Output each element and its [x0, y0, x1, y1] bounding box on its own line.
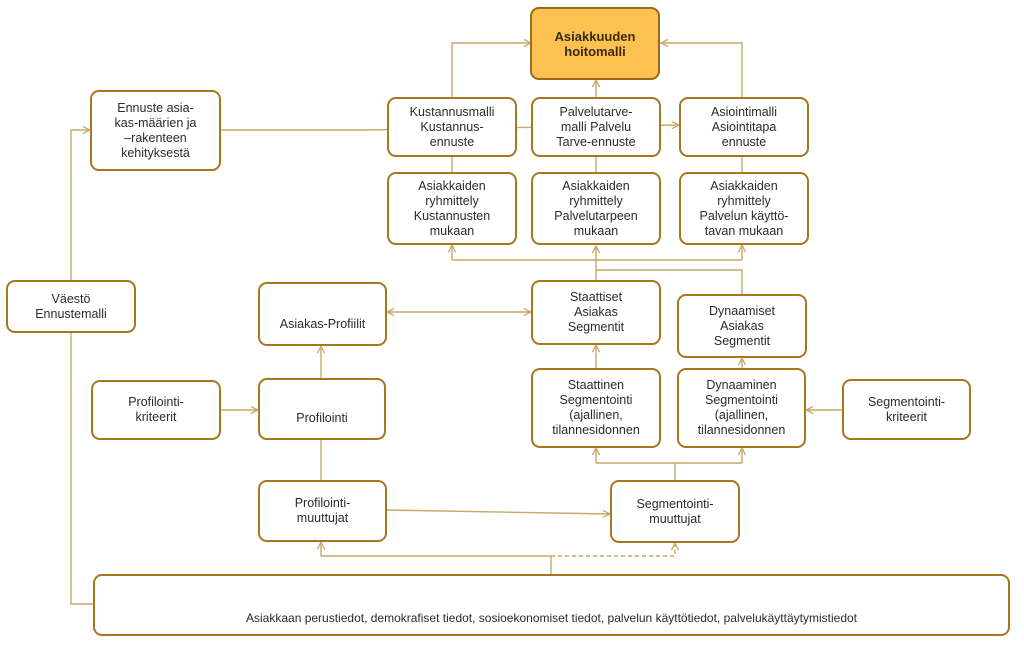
connector-prof-to-seg-muuttujat [386, 509, 610, 514]
dynaamiset-segmentit-box: Dynaamiset Asiakas Segmentit [677, 294, 807, 358]
connector-asiointi-to-top [661, 43, 743, 97]
connector-perustiedot-right [551, 543, 675, 557]
ryhmittely-palvelutarve-box: Asiakkaiden ryhmittely Palvelutarpeen mu… [531, 172, 661, 245]
asiakasprofiilit-box: Asiakas-Profiilit [258, 282, 387, 346]
vaesto-box: Väestö Ennustemalli [6, 280, 136, 333]
ennuste-box: Ennuste asia- kas-määrien ja –rakenteen … [90, 90, 221, 171]
staattinen-segmentointi-box: Staattinen Segmentointi (ajallinen, tila… [531, 368, 661, 448]
palvelutarvemalli-box: Palvelutarve- malli Palvelu Tarve-ennust… [531, 97, 661, 157]
profilointikriteerit-box: Profilointi- kriteerit [91, 380, 221, 440]
segmentointimuuttujat-box: Segmentointi- muuttujat [610, 480, 740, 543]
kustannusmalli-box: Kustannusmalli Kustannus- ennuste [387, 97, 517, 157]
connector-kustannus-to-top [451, 43, 531, 97]
asiointimalli-box: Asiointimalli Asiointitapa ennuste [679, 97, 809, 157]
segmentointikriteerit-box: Segmentointi- kriteerit [842, 379, 971, 440]
ryhmittely-kayttotapa-box: Asiakkaiden ryhmittely Palvelun käyttö- … [679, 172, 809, 245]
profilointimuuttujat-box: Profilointi- muuttujat [258, 480, 387, 542]
staattiset-segmentit-box: Staattiset Asiakas Segmentit [531, 280, 661, 345]
asiakkuuden-hoitomalli-box: Asiakkuuden hoitomalli [530, 7, 660, 80]
dynaaminen-segmentointi-box: Dynaaminen Segmentointi (ajallinen, tila… [677, 368, 806, 448]
ryhmittely-kustannus-box: Asiakkaiden ryhmittely Kustannusten muka… [387, 172, 517, 245]
connector-left-vertical [70, 130, 93, 605]
connector-perustiedot-left [321, 542, 551, 557]
profilointi-box: Profilointi [258, 378, 386, 440]
connector-dynaamiset-up [596, 269, 743, 294]
perustiedot-box: Asiakkaan perustiedot, demokrafiset tied… [93, 574, 1010, 636]
